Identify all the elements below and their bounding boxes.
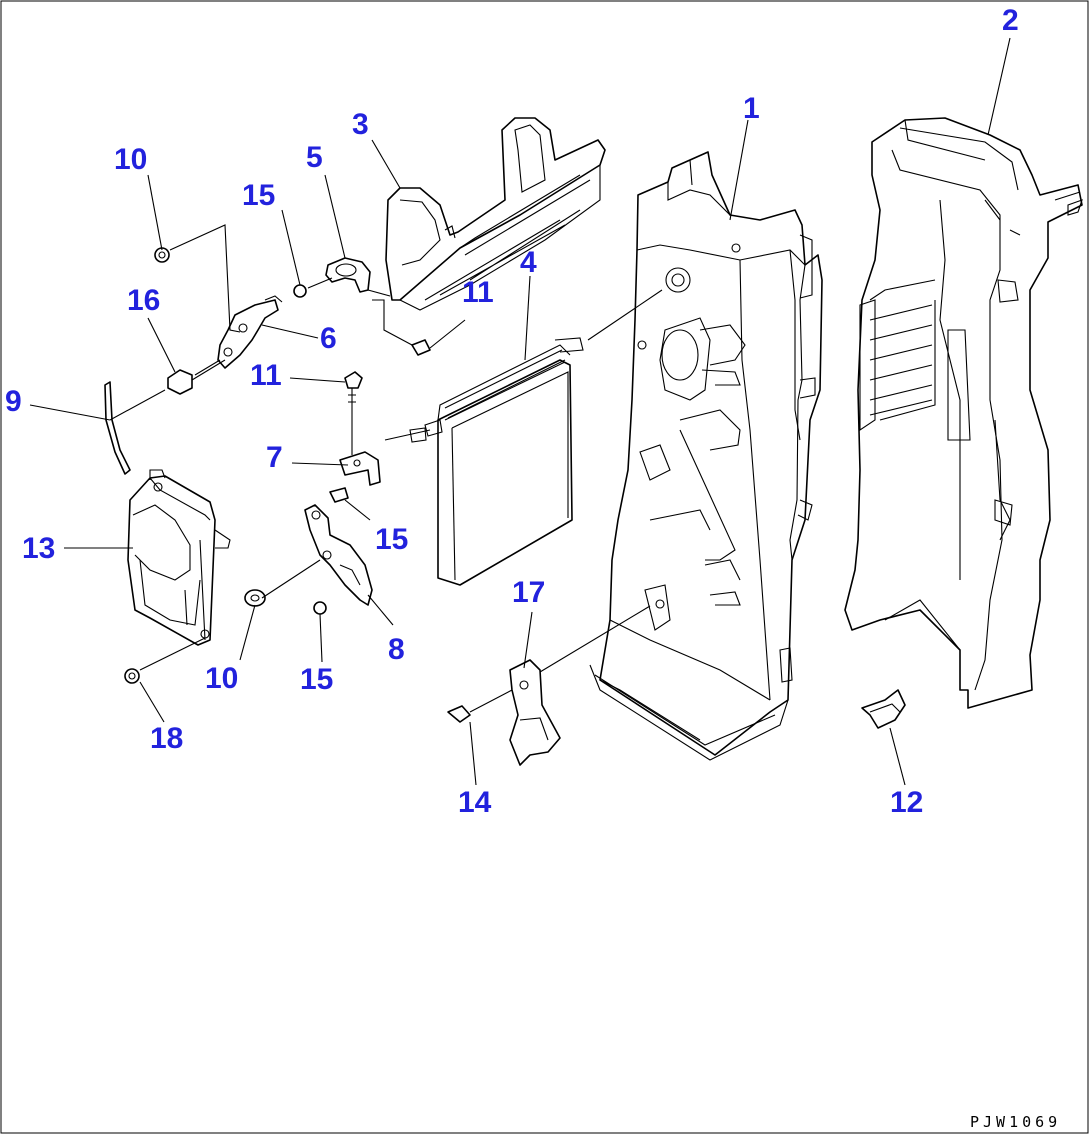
callout-6: 6 <box>320 322 337 355</box>
callout-10-upper: 10 <box>114 143 147 176</box>
callout-18: 18 <box>150 722 183 755</box>
drawing-code: PJW1069 <box>970 1113 1061 1131</box>
part-8-link-plate <box>304 504 373 606</box>
part-3-damper-flap <box>385 117 606 311</box>
part-13-actuator <box>127 469 231 646</box>
part-7-bracket <box>339 451 381 486</box>
callout-16: 16 <box>127 284 160 317</box>
callout-1: 1 <box>743 92 760 125</box>
callout-3: 3 <box>352 108 369 141</box>
callout-5: 5 <box>306 141 323 174</box>
callout-8: 8 <box>388 633 405 666</box>
callout-labels: 1 2 3 4 5 6 7 8 9 10 10 11 11 12 13 14 1… <box>5 4 1019 819</box>
part-6-lever <box>217 295 283 369</box>
part-2-duct-cover <box>844 117 1083 709</box>
callout-17: 17 <box>512 576 545 609</box>
part-5-clip <box>325 257 371 293</box>
callout-9: 9 <box>5 385 22 418</box>
callout-15-middle: 15 <box>375 523 408 556</box>
callout-11-upper: 11 <box>462 276 494 309</box>
callout-7: 7 <box>266 441 283 474</box>
part-17-bracket <box>509 659 561 766</box>
leader-lines <box>29 37 1011 786</box>
part-4-heater-core <box>409 337 584 586</box>
callout-4: 4 <box>520 246 537 279</box>
callout-12: 12 <box>890 786 923 819</box>
callout-15-lower: 15 <box>300 663 333 696</box>
part-9-rod <box>104 381 131 475</box>
part-12-clip <box>861 689 906 729</box>
part-1-heater-case <box>589 151 823 761</box>
callout-10-lower: 10 <box>205 662 238 695</box>
hardware-fasteners <box>124 247 471 723</box>
callout-14: 14 <box>458 786 492 819</box>
callout-11-lower: 11 <box>250 359 282 392</box>
callout-15-upper: 15 <box>242 179 275 212</box>
callout-13: 13 <box>22 532 55 565</box>
callout-2: 2 <box>1002 4 1019 37</box>
